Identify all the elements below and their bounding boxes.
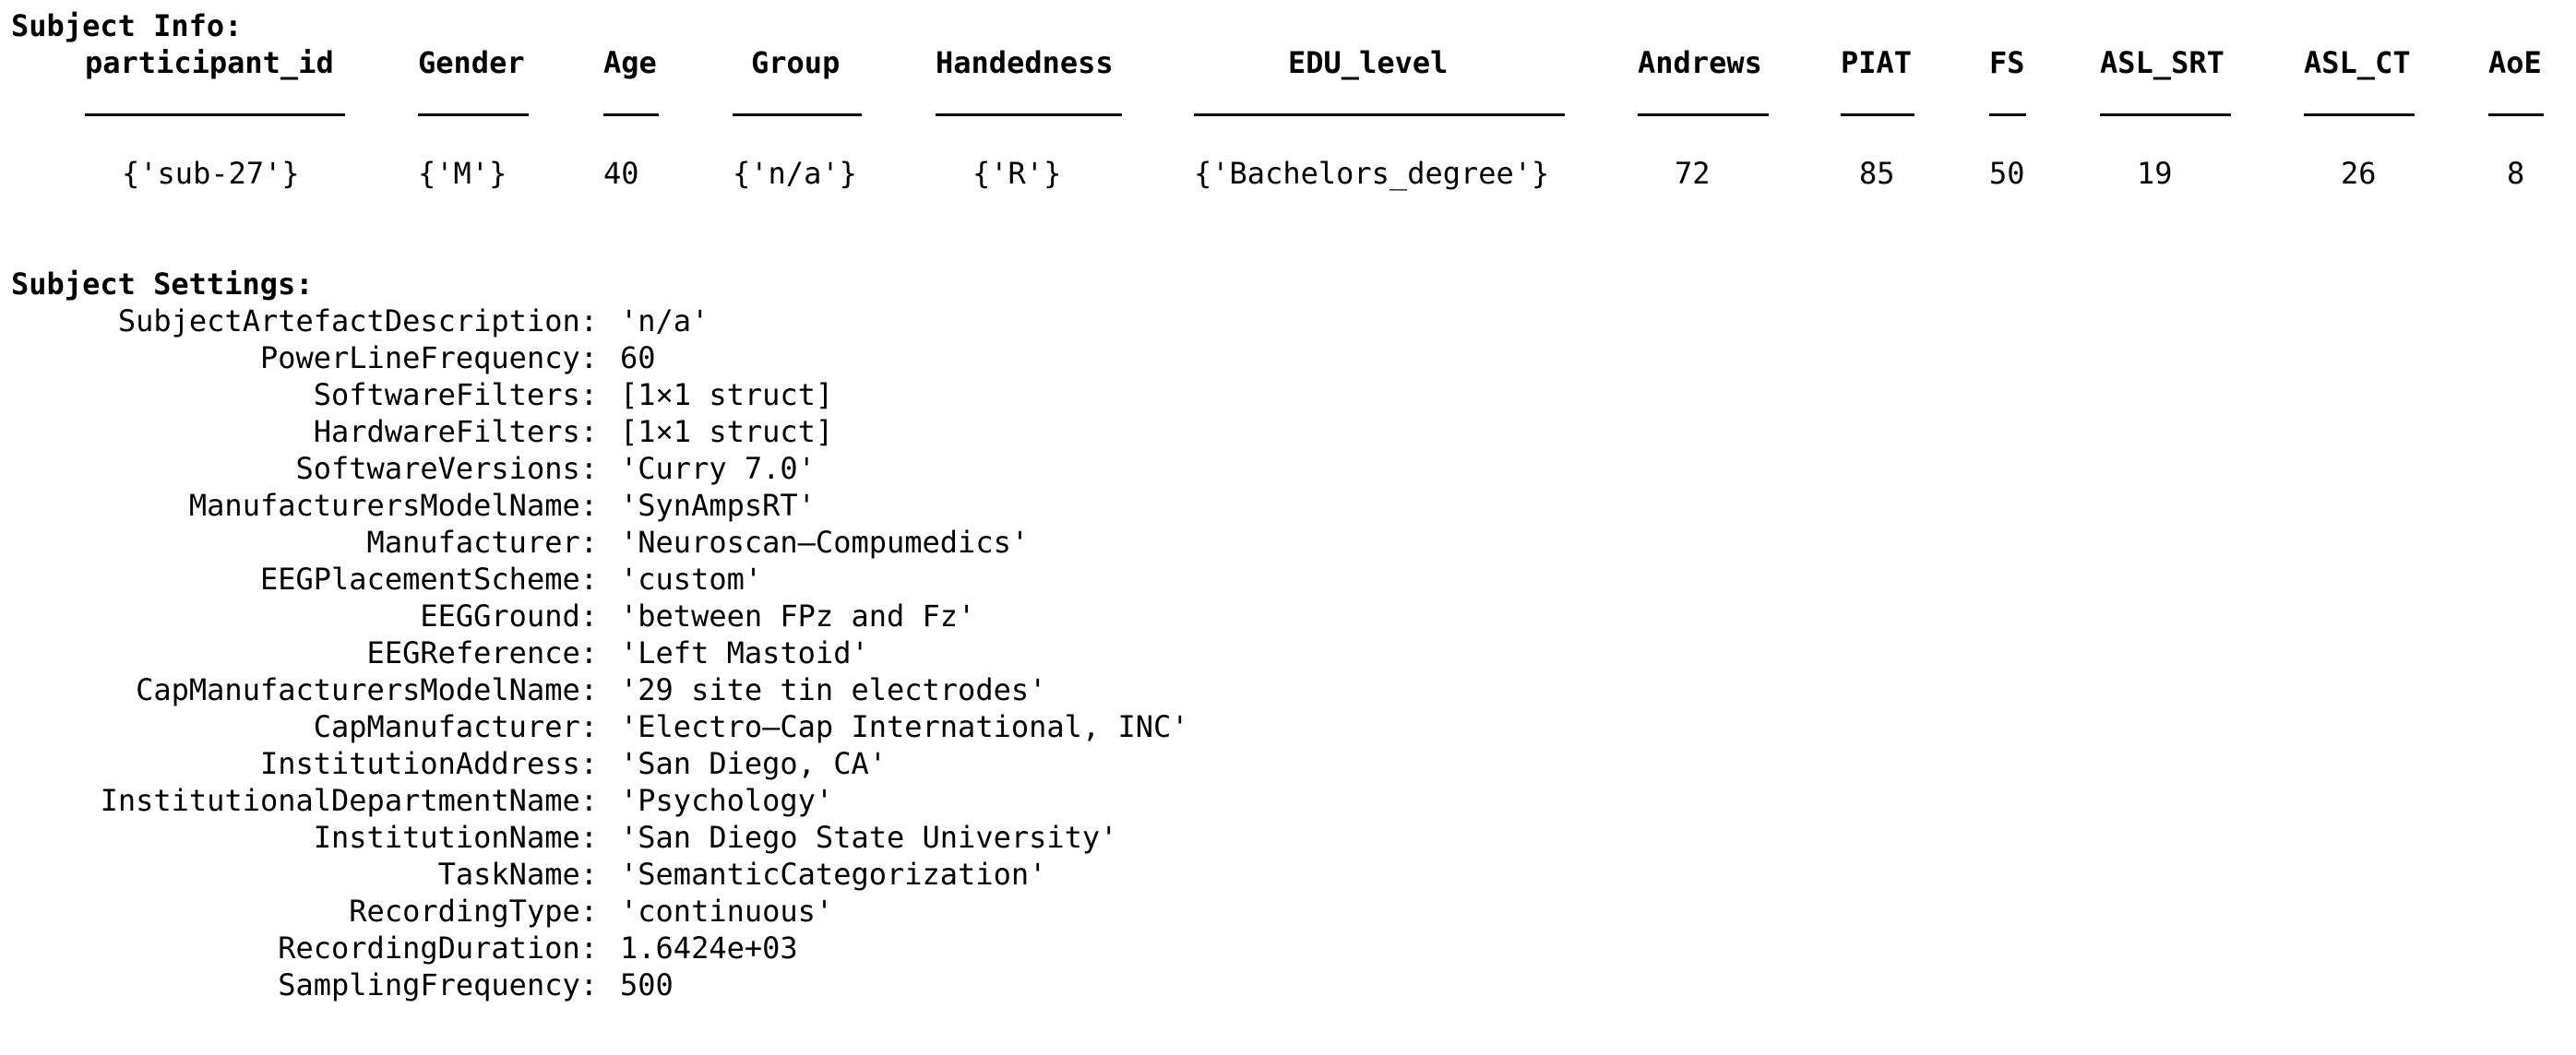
setting-value: 'San Diego, CA' bbox=[620, 746, 887, 781]
cell-handedness: {'R'} bbox=[972, 156, 1062, 191]
cell-group: {'n/a'} bbox=[733, 156, 857, 191]
subject-settings-title: Subject Settings: bbox=[11, 267, 314, 302]
setting-row: SoftwareVersions: 'Curry 7.0' bbox=[0, 450, 1292, 487]
setting-key: SoftwareVersions: bbox=[295, 451, 598, 486]
column-header-fs: FS bbox=[1989, 45, 2025, 80]
setting-key: InstitutionAddress: bbox=[259, 746, 598, 781]
cell-andrews: 72 bbox=[1675, 156, 1711, 191]
column-rule bbox=[936, 113, 1122, 116]
setting-row: EEGReference: 'Left Mastoid' bbox=[0, 634, 1292, 671]
column-rule bbox=[1638, 113, 1769, 116]
setting-row: InstitutionalDepartmentName: 'Psychology… bbox=[0, 782, 1292, 819]
cell-age: 40 bbox=[603, 156, 639, 191]
setting-value: [1×1 struct] bbox=[620, 414, 834, 449]
column-rule bbox=[1194, 113, 1565, 116]
column-rule bbox=[603, 113, 659, 116]
setting-key: CapManufacturer: bbox=[313, 709, 598, 744]
setting-key: TaskName: bbox=[437, 857, 598, 892]
cell-asl-ct: 26 bbox=[2341, 156, 2377, 191]
setting-value: 'Left Mastoid' bbox=[620, 635, 869, 670]
setting-key: ManufacturersModelName: bbox=[188, 488, 598, 523]
column-header-group: Group bbox=[751, 45, 841, 80]
column-header-age: Age bbox=[603, 45, 657, 80]
setting-row: HardwareFilters: [1×1 struct] bbox=[0, 413, 1292, 450]
setting-row: TaskName: 'SemanticCategorization' bbox=[0, 856, 1292, 893]
setting-row: CapManufacturersModelName: '29 site tin … bbox=[0, 671, 1292, 708]
setting-row: SamplingFrequency: 500 bbox=[0, 966, 1292, 1003]
setting-value: 'SynAmpsRT' bbox=[620, 488, 816, 523]
column-header-asl-srt: ASL_SRT bbox=[2100, 45, 2224, 80]
column-header-asl-ct: ASL_CT bbox=[2304, 45, 2411, 80]
setting-key: Manufacturer: bbox=[366, 525, 598, 560]
setting-value: 500 bbox=[620, 967, 674, 1002]
setting-key: EEGReference: bbox=[366, 635, 598, 670]
column-header-gender: Gender bbox=[418, 45, 525, 80]
cell-edu-level: {'Bachelors_degree'} bbox=[1194, 156, 1550, 191]
setting-value: 1.6424e+03 bbox=[620, 931, 798, 966]
setting-value: 'between FPz and Fz' bbox=[620, 599, 976, 634]
setting-value: 'continuous' bbox=[620, 894, 834, 929]
setting-value: '29 site tin electrodes' bbox=[620, 672, 1047, 707]
setting-row: RecordingDuration: 1.6424e+03 bbox=[0, 930, 1292, 966]
setting-value: 'Electro–Cap International, INC' bbox=[620, 709, 1189, 744]
cell-asl-srt: 19 bbox=[2137, 156, 2173, 191]
setting-row: Manufacturer: 'Neuroscan–Compumedics' bbox=[0, 524, 1292, 561]
setting-key: HardwareFilters: bbox=[313, 414, 598, 449]
setting-row: SubjectArtefactDescription: 'n/a' bbox=[0, 302, 1292, 339]
setting-value: [1×1 struct] bbox=[620, 377, 834, 412]
cell-gender: {'M'} bbox=[418, 156, 507, 191]
setting-key: SamplingFrequency: bbox=[278, 967, 598, 1002]
column-header-handedness: Handedness bbox=[936, 45, 1114, 80]
column-header-andrews: Andrews bbox=[1638, 45, 1762, 80]
column-header-participant-id: participant_id bbox=[85, 45, 334, 80]
setting-key: CapManufacturersModelName: bbox=[136, 672, 598, 707]
column-header-aoe: AoE bbox=[2488, 45, 2542, 80]
column-rule bbox=[1841, 113, 1914, 116]
setting-key: InstitutionName: bbox=[313, 820, 598, 855]
setting-key: RecordingDuration: bbox=[278, 931, 598, 966]
setting-value: 'custom' bbox=[620, 562, 763, 597]
cell-fs: 50 bbox=[1989, 156, 2025, 191]
column-header-piat: PIAT bbox=[1841, 45, 1913, 80]
setting-key: PowerLineFrequency: bbox=[259, 340, 598, 375]
setting-value: 'Neuroscan–Compumedics' bbox=[620, 525, 1030, 560]
setting-value: 'Psychology' bbox=[620, 783, 834, 818]
setting-row: EEGGround: 'between FPz and Fz' bbox=[0, 598, 1292, 634]
setting-row: InstitutionName: 'San Diego State Univer… bbox=[0, 819, 1292, 856]
setting-row: EEGPlacementScheme: 'custom' bbox=[0, 561, 1292, 598]
column-rule bbox=[85, 113, 345, 116]
setting-row: ManufacturersModelName: 'SynAmpsRT' bbox=[0, 487, 1292, 524]
setting-key: SoftwareFilters: bbox=[313, 377, 598, 412]
setting-key: SubjectArtefactDescription: bbox=[117, 303, 598, 338]
column-header-edu-level: EDU_level bbox=[1288, 45, 1449, 80]
column-rule bbox=[733, 113, 862, 116]
setting-key: EEGGround: bbox=[420, 599, 598, 634]
column-rule bbox=[2100, 113, 2231, 116]
setting-value: 'SemanticCategorization' bbox=[620, 857, 1047, 892]
column-rule bbox=[2304, 113, 2415, 116]
column-rule bbox=[418, 113, 529, 116]
setting-value: 'Curry 7.0' bbox=[620, 451, 816, 486]
cell-piat: 85 bbox=[1859, 156, 1895, 191]
column-rule bbox=[1989, 113, 2026, 116]
setting-key: EEGPlacementScheme: bbox=[259, 562, 598, 597]
setting-value: 60 bbox=[620, 340, 656, 375]
setting-key: InstitutionalDepartmentName: bbox=[100, 783, 598, 818]
subject-info-title: Subject Info: bbox=[11, 8, 243, 43]
setting-key: RecordingType: bbox=[349, 894, 598, 929]
column-rule bbox=[2488, 113, 2544, 116]
setting-row: RecordingType: 'continuous' bbox=[0, 893, 1292, 930]
setting-row: SoftwareFilters: [1×1 struct] bbox=[0, 376, 1292, 413]
cell-aoe: 8 bbox=[2507, 156, 2525, 191]
setting-row: CapManufacturer: 'Electro–Cap Internatio… bbox=[0, 708, 1292, 745]
setting-value: 'n/a' bbox=[620, 303, 710, 338]
cell-participant-id: {'sub-27'} bbox=[122, 156, 300, 191]
setting-value: 'San Diego State University' bbox=[620, 820, 1118, 855]
setting-row: PowerLineFrequency: 60 bbox=[0, 339, 1292, 376]
setting-row: InstitutionAddress: 'San Diego, CA' bbox=[0, 745, 1292, 782]
